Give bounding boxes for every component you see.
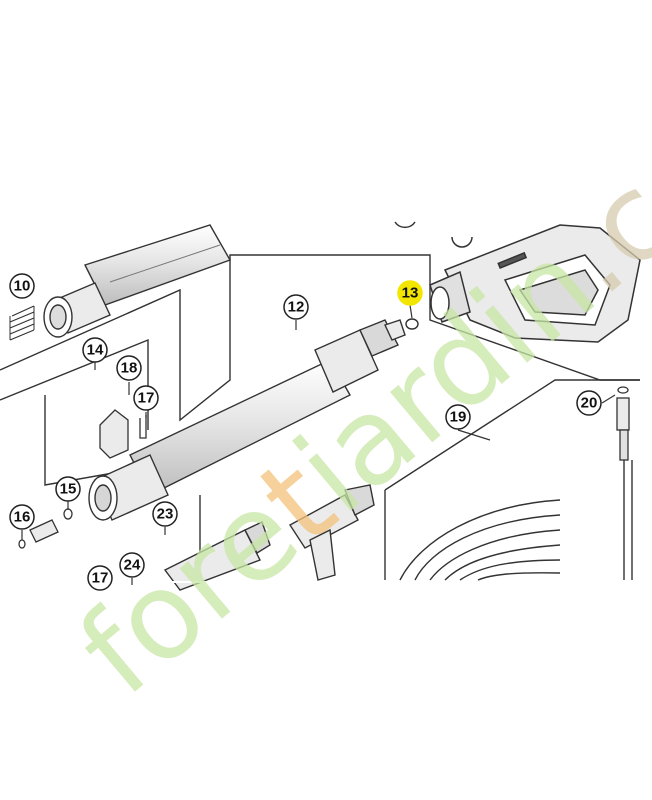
- callout-15: 15: [55, 476, 81, 502]
- callout-20: 20: [576, 390, 602, 416]
- coupler-part-20: [616, 386, 630, 461]
- svg-text:foretiardin.com: foretiardin.com: [54, 26, 652, 722]
- callout-17a: 17: [133, 385, 159, 411]
- svg-text:13: 13: [402, 285, 419, 302]
- callout-18: 18: [116, 355, 142, 381]
- svg-text:10: 10: [14, 278, 31, 295]
- svg-text:15: 15: [60, 481, 77, 498]
- trigger-gun: [394, 221, 641, 343]
- callout-13: 13: [397, 280, 423, 306]
- clip-part-18: [99, 409, 129, 459]
- callout-19: 19: [445, 404, 471, 430]
- svg-text:24: 24: [124, 557, 141, 574]
- pin-part-17: [139, 415, 147, 439]
- svg-text:23: 23: [157, 506, 174, 523]
- svg-text:19: 19: [450, 409, 467, 426]
- svg-text:14: 14: [87, 342, 104, 359]
- hose-coil-part-19: [399, 460, 633, 581]
- callout-12: 12: [283, 294, 309, 320]
- t-adapter: [289, 484, 375, 581]
- callout-23: 23: [152, 501, 178, 527]
- nozzle-part-23: [163, 521, 271, 591]
- svg-text:18: 18: [121, 360, 138, 377]
- nozzle-part-10: [43, 282, 111, 338]
- svg-text:17: 17: [92, 570, 109, 587]
- svg-text:17: 17: [138, 390, 155, 407]
- svg-text:12: 12: [288, 299, 305, 316]
- frame-lines: [0, 254, 640, 580]
- callout-17b: 17: [87, 565, 113, 591]
- extension-lance-part-12: [88, 318, 419, 521]
- callout-24: 24: [119, 552, 145, 578]
- lance-tube: [84, 224, 232, 306]
- foretjardin-watermark: foretiardin.com: [54, 26, 652, 722]
- spring-part-10: [9, 305, 35, 341]
- leader-lines: [21, 304, 616, 585]
- callout-16: 16: [9, 504, 35, 530]
- callout-10: 10: [9, 273, 35, 299]
- svg-text:16: 16: [14, 509, 31, 526]
- callout-14: 14: [82, 337, 108, 363]
- svg-text:20: 20: [581, 395, 598, 412]
